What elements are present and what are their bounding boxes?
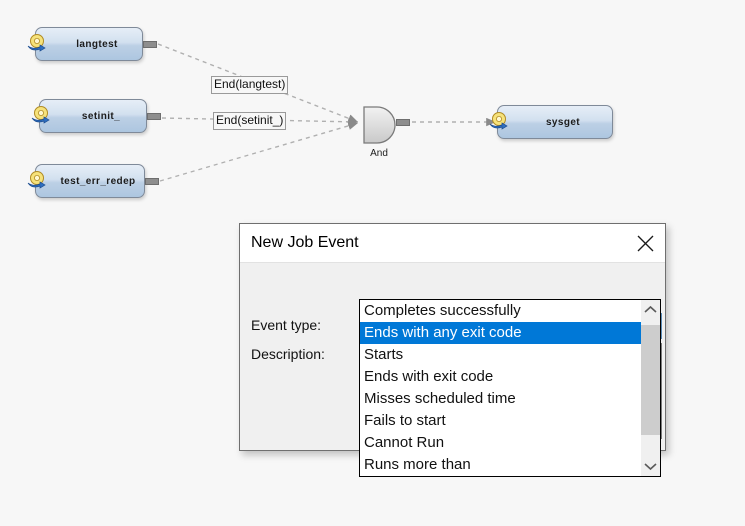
connector-stub xyxy=(145,178,159,185)
connector-stub xyxy=(143,41,157,48)
job-node-label: langtest xyxy=(76,38,118,50)
job-node-setinit[interactable]: setinit_ xyxy=(31,99,161,133)
close-icon[interactable] xyxy=(625,224,665,262)
dropdown-option[interactable]: Fails to start xyxy=(364,412,446,429)
dropdown-option[interactable]: Completes successfully xyxy=(364,302,521,319)
chevron-down-icon[interactable] xyxy=(641,457,660,476)
job-node-label: setinit_ xyxy=(81,110,121,122)
event-type-label: Event type: xyxy=(251,317,322,333)
dropdown-option[interactable]: Ends with exit code xyxy=(364,368,494,385)
job-icon xyxy=(30,104,52,126)
and-gate-caption: And xyxy=(370,148,388,159)
dropdown-option[interactable]: Misses scheduled time xyxy=(364,390,516,407)
dropdown-option-selected[interactable]: Ends with any exit code xyxy=(360,322,641,344)
job-node-label: sysget xyxy=(545,116,581,128)
connector-stub xyxy=(396,119,410,126)
job-node-label: test_err_redep xyxy=(60,175,136,187)
connector-stub xyxy=(147,113,161,120)
edge-label-end-setinit: End(setinit_) xyxy=(213,112,287,130)
and-gate[interactable] xyxy=(362,105,410,145)
job-node-test-err-redep[interactable]: test_err_redep xyxy=(27,164,159,198)
dropdown-option[interactable]: Runs more than xyxy=(364,456,471,473)
dropdown-option[interactable]: Starts xyxy=(364,346,404,363)
job-node-langtest[interactable]: langtest xyxy=(27,27,157,61)
dropdown-options[interactable]: Completes successfully Ends with any exi… xyxy=(360,300,641,476)
description-label: Description: xyxy=(251,346,325,362)
dropdown-option[interactable]: Cannot Run xyxy=(364,434,445,451)
chevron-up-icon[interactable] xyxy=(641,300,660,319)
dialog-titlebar: New Job Event xyxy=(240,224,665,263)
job-node-sysget[interactable]: sysget xyxy=(489,105,613,139)
job-icon xyxy=(488,110,510,132)
dialog-title: New Job Event xyxy=(251,234,359,251)
dropdown-scrollbar[interactable] xyxy=(641,300,660,476)
scrollbar-thumb[interactable] xyxy=(641,325,660,435)
job-icon xyxy=(26,169,48,191)
event-type-dropdown-list[interactable]: Completes successfully Ends with any exi… xyxy=(359,299,661,477)
edge-label-end-langtest: End(langtest) xyxy=(211,76,289,94)
job-icon xyxy=(26,32,48,54)
